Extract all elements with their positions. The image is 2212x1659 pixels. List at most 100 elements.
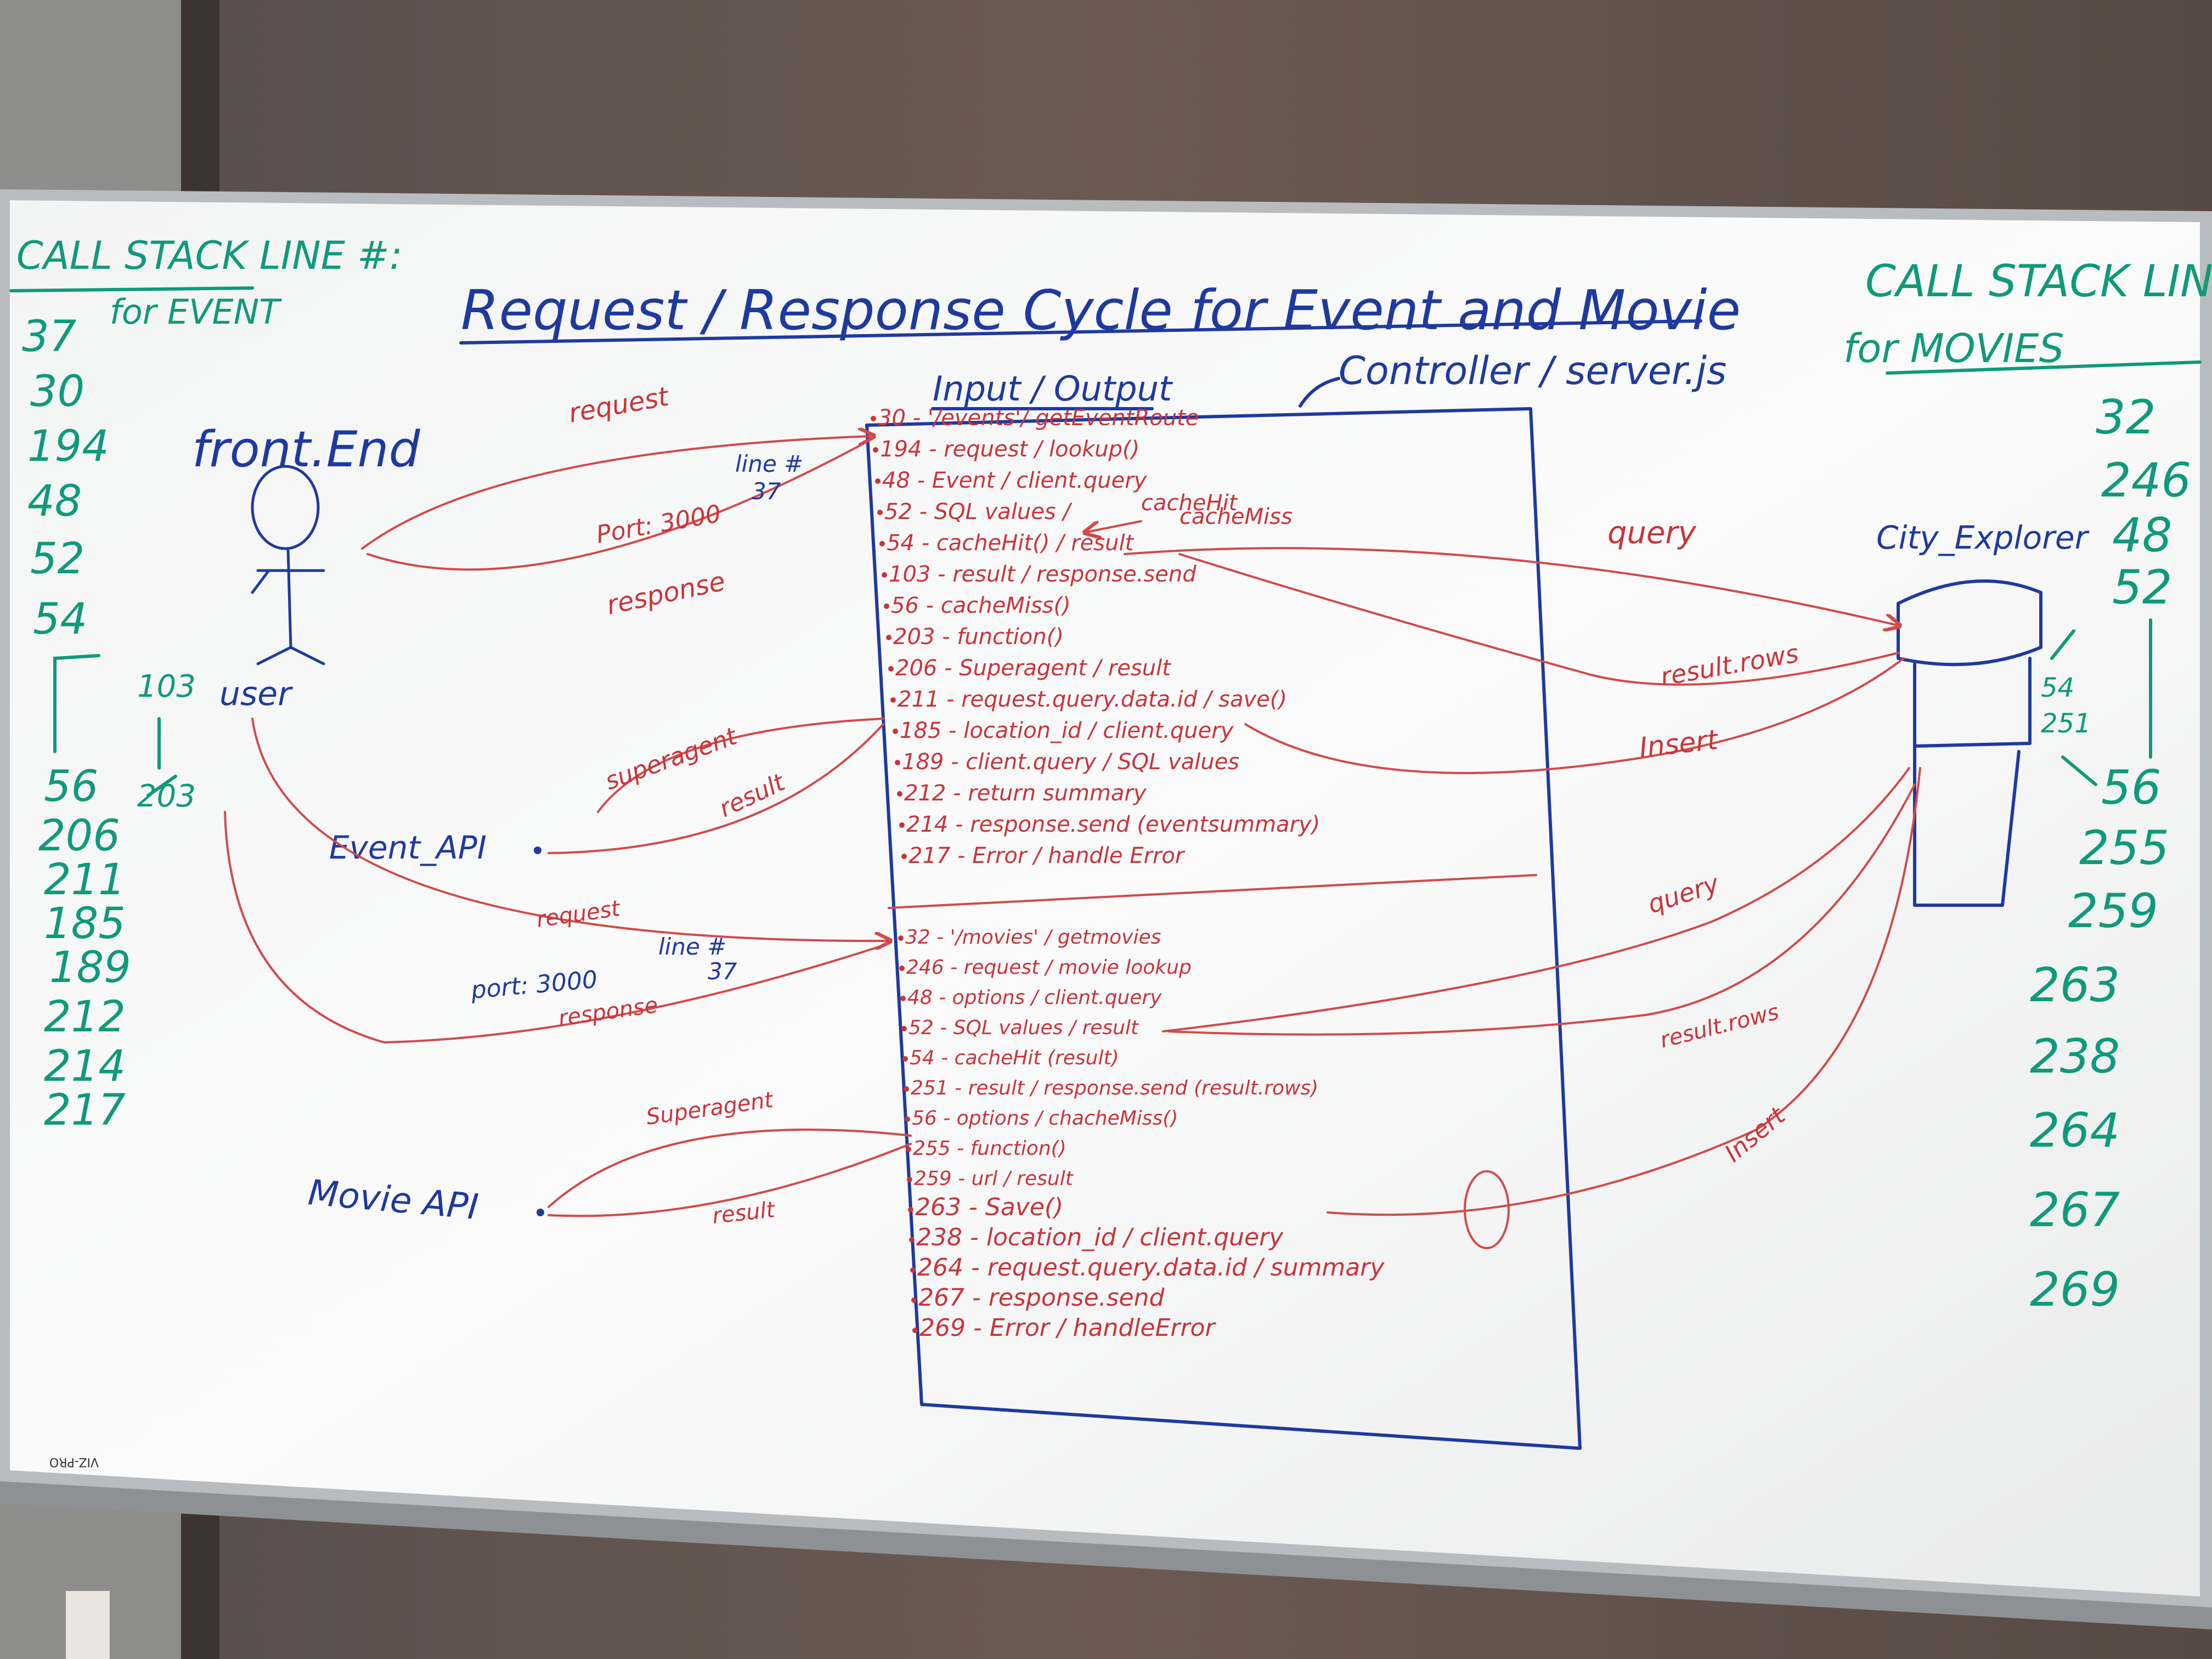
event-line: 217 - Error / handle Error [909, 843, 1186, 868]
db-result-arrow-1 [1178, 553, 1899, 686]
movie-line: 263 - Save() [915, 1193, 1063, 1221]
movie-line: 32 - '/movies' / getmovies [905, 926, 1161, 949]
movie-line: 56 - options / chacheMiss() [912, 1107, 1178, 1130]
event-line-bullet [901, 854, 907, 859]
io-label: Input / Output [933, 369, 1173, 409]
movie-line-bullet [898, 935, 904, 941]
event-line: 212 - return summary [904, 781, 1147, 806]
right-number: 255 [2079, 821, 2169, 876]
movie-api-dot [537, 1209, 544, 1216]
event-line-bullet [886, 635, 891, 640]
movie-line: 238 - location_id / client.query [916, 1223, 1284, 1251]
controller-label: Controller / server.js [1339, 348, 1726, 393]
db-result-arrow-2 [1167, 783, 1916, 1036]
event-line: 206 - Superagent / result [895, 656, 1171, 681]
right-number: 56 [2101, 760, 2161, 815]
right-number: 259 [2068, 884, 2158, 939]
event-line-bullet [899, 822, 905, 828]
event-line: 185 - location_id / client.query [900, 718, 1234, 743]
left-number: 214 [44, 1042, 126, 1091]
movie-line: 255 - function() [913, 1137, 1066, 1160]
event-line-bullet [875, 478, 881, 484]
left-bracket [53, 654, 177, 797]
movie-line-bullet [905, 1116, 910, 1122]
movie-line: 54 - cacheHit (result) [910, 1047, 1119, 1069]
left-number: 37 [22, 312, 76, 362]
right-bracket [2050, 618, 2152, 786]
db-query-arrow-1 [1124, 547, 1898, 625]
event-line-number: 37 [752, 478, 781, 505]
event-line: 189 - client.query / SQL values [902, 749, 1239, 775]
movie-line: 259 - url / result [914, 1167, 1074, 1190]
summary-loop [1464, 1170, 1510, 1249]
movie-line-bullet [909, 1237, 915, 1243]
event-line-bullet [882, 572, 887, 578]
right-number: 54 [2041, 673, 2074, 703]
right-number: 251 [2041, 708, 2091, 739]
left-header-underline [9, 286, 254, 292]
movie-line-bullet [906, 1147, 911, 1152]
right-number: 269 [2030, 1262, 2120, 1317]
right-number: 264 [2030, 1103, 2120, 1158]
movie-line-bullet [901, 1026, 907, 1031]
cache-miss-label: cacheMiss [1180, 504, 1293, 529]
movie-line: 246 - request / movie lookup [906, 956, 1192, 979]
movie-line-bullet [912, 1328, 918, 1333]
event-api-dot [534, 847, 541, 854]
io-divider [888, 874, 1537, 909]
event-line-bullet [879, 541, 885, 546]
event-line: 30 - '/events'/ getEventRoute [878, 405, 1199, 431]
left-number: 30 [30, 367, 84, 416]
db-insert-arrow-1 [1244, 657, 1905, 775]
movie-line-bullet [902, 1056, 908, 1062]
left-number: 189 [49, 943, 131, 992]
movie-line-bullet [910, 1267, 916, 1273]
event-response-arrow [366, 438, 873, 571]
event-line: 203 - function() [893, 624, 1064, 650]
db-label: City_Explorer [1876, 519, 2090, 556]
movie-line-list: 32 - '/movies' / getmovies 246 - request … [898, 926, 1385, 1342]
right-header-1: CALL STACK LINE [1865, 256, 2212, 307]
cache-hit-label: cacheHit [1141, 490, 1238, 516]
event-line-bullet [884, 603, 889, 609]
left-number: 56 [44, 762, 98, 811]
left-number: 185 [44, 899, 126, 949]
right-number: 246 [2101, 453, 2191, 508]
left-number: 212 [44, 992, 126, 1042]
left-number: 48 [27, 477, 82, 526]
right-header-underline [1886, 360, 2202, 375]
event-line: 211 - request.query.data.id / save() [898, 687, 1287, 712]
cache-pointer [1086, 520, 1142, 532]
movie-line-bullet [907, 1177, 912, 1182]
event-line: 194 - request / lookup() [880, 437, 1139, 462]
event-line-bullet [871, 416, 876, 421]
event-line-bullet [890, 697, 896, 703]
movie-line-number: 37 [708, 958, 737, 985]
controller-pointer [1299, 377, 1340, 408]
left-number: 206 [38, 811, 120, 861]
front-end-label: front.End [192, 421, 421, 478]
movie-line-bullet [904, 1086, 909, 1092]
light-switch [66, 1591, 110, 1659]
movie-line-label: line # [658, 933, 726, 960]
movie-line: 48 - options / client.query [907, 986, 1162, 1009]
right-number: 32 [2096, 390, 2155, 445]
event-line: 214 - response.send (eventsummary) [906, 812, 1320, 837]
left-number: 211 [44, 855, 126, 905]
event-result-arrow [548, 723, 884, 854]
event-line-bullet [888, 666, 894, 672]
title-underline [459, 319, 1702, 345]
event-line: 56 - cacheMiss() [891, 593, 1071, 618]
event-line: 48 - Event / client.query [882, 468, 1148, 493]
right-number: 263 [2030, 958, 2120, 1013]
db-query-arrow-2 [1162, 767, 1910, 1032]
user-stick-figure [251, 465, 325, 665]
event-line-bullet [897, 791, 902, 797]
left-number: 54 [33, 595, 87, 644]
event-api-label: Event_API [329, 829, 487, 866]
right-number: 52 [2112, 560, 2172, 615]
movie-line: 269 - Error / handleError [919, 1314, 1216, 1342]
